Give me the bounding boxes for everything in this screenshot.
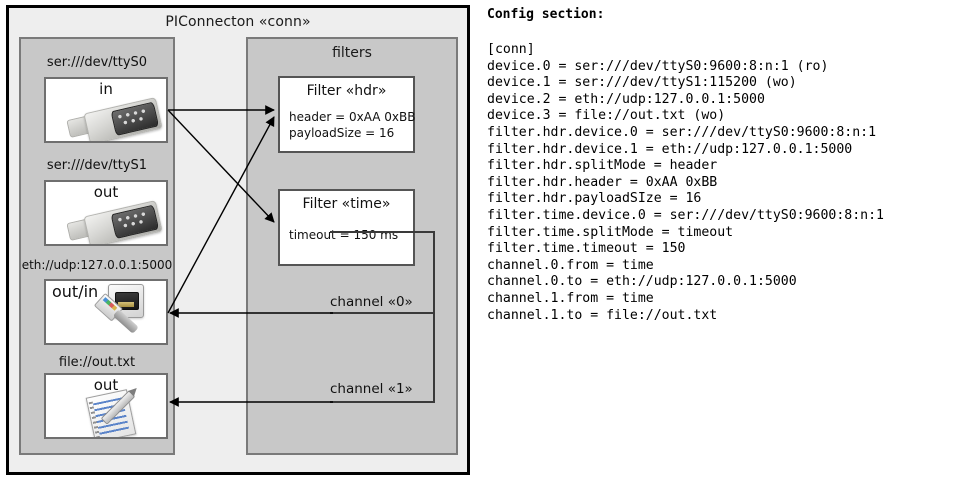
config-line: filter.hdr.header = 0xAA 0xBB — [487, 174, 718, 190]
device-box-eth-udp[interactable]: out/in — [44, 279, 168, 345]
config-pane: Config section: [conn]device.0 = ser:///… — [484, 0, 964, 484]
config-line: device.2 = eth://udp:127.0.0.1:5000 — [487, 91, 765, 107]
filters-group-title: filters — [332, 45, 372, 61]
device-label-ser-ttys0: ser:///dev/ttyS0 — [46, 55, 148, 70]
config-line: device.3 = file://out.txt (wo) — [487, 108, 726, 124]
config-heading: Config section: — [487, 7, 605, 22]
config-line: [conn] — [487, 42, 535, 57]
config-line: filter.hdr.device.0 = ser:///dev/ttyS0:9… — [487, 124, 877, 140]
channel-0-route — [330, 231, 435, 314]
channel-1-label: channel «1» — [330, 381, 413, 397]
config-line: device.1 = ser:///dev/ttyS1:115200 (wo) — [487, 75, 797, 91]
config-line: filter.hdr.splitMode = header — [487, 158, 718, 174]
config-text: [conn]device.0 = ser:///dev/ttyS0:9600:8… — [487, 42, 884, 324]
device-box-ser-ttys1[interactable]: out — [44, 180, 168, 246]
channel-0-label: channel «0» — [330, 294, 413, 310]
channel-1-route — [330, 314, 435, 403]
serial-connector-icon — [66, 97, 163, 141]
device-box-ser-ttys0[interactable]: in — [44, 77, 168, 143]
config-line: filter.time.device.0 = ser:///dev/ttyS0:… — [487, 207, 884, 223]
text-file-icon — [85, 389, 146, 437]
filter-card-hdr[interactable]: Filter «hdr» header = 0xAA 0xBB payloadS… — [278, 76, 415, 153]
device-box-file-out[interactable]: out — [44, 373, 168, 439]
filter-hdr-title: Filter «hdr» — [306, 83, 387, 99]
filter-time-title: Filter «time» — [302, 196, 391, 212]
config-line: channel.0.to = eth://udp:127.0.0.1:5000 — [487, 274, 797, 290]
device-label-eth-udp: eth://udp:127.0.0.1:5000 — [21, 258, 173, 272]
architecture-diagram: PIConnecton «conn» ser:///dev/ttyS0 in s… — [0, 0, 478, 484]
device-label-ser-ttys1: ser:///dev/ttyS1 — [46, 158, 148, 173]
config-line: device.0 = ser:///dev/ttyS0:9600:8:n:1 (… — [487, 58, 829, 74]
filter-hdr-prop-payloadsize: payloadSize = 16 — [289, 126, 395, 140]
config-line: filter.time.splitMode = timeout — [487, 224, 734, 240]
filter-hdr-prop-header: header = 0xAA 0xBB — [289, 110, 416, 124]
config-line: filter.hdr.device.1 = eth://udp:127.0.0.… — [487, 141, 853, 157]
config-line: filter.hdr.payloadSIze = 16 — [487, 191, 702, 207]
device-label-file-out: file://out.txt — [58, 355, 136, 370]
serial-connector-icon — [66, 200, 163, 244]
config-line: channel.1.to = file://out.txt — [487, 307, 718, 323]
device-direction-out-in: out/in — [52, 282, 99, 301]
device-direction-out: out — [93, 183, 119, 201]
config-line: channel.0.from = time — [487, 257, 654, 273]
ethernet-jack-icon — [93, 283, 166, 343]
filter-card-time[interactable]: Filter «time» timeout = 150 ms — [278, 189, 415, 266]
config-line: channel.1.from = time — [487, 290, 654, 306]
config-line: filter.time.timeout = 150 — [487, 241, 686, 257]
frame-title: PIConnecton «conn» — [165, 14, 311, 30]
device-direction-in: in — [99, 80, 113, 98]
